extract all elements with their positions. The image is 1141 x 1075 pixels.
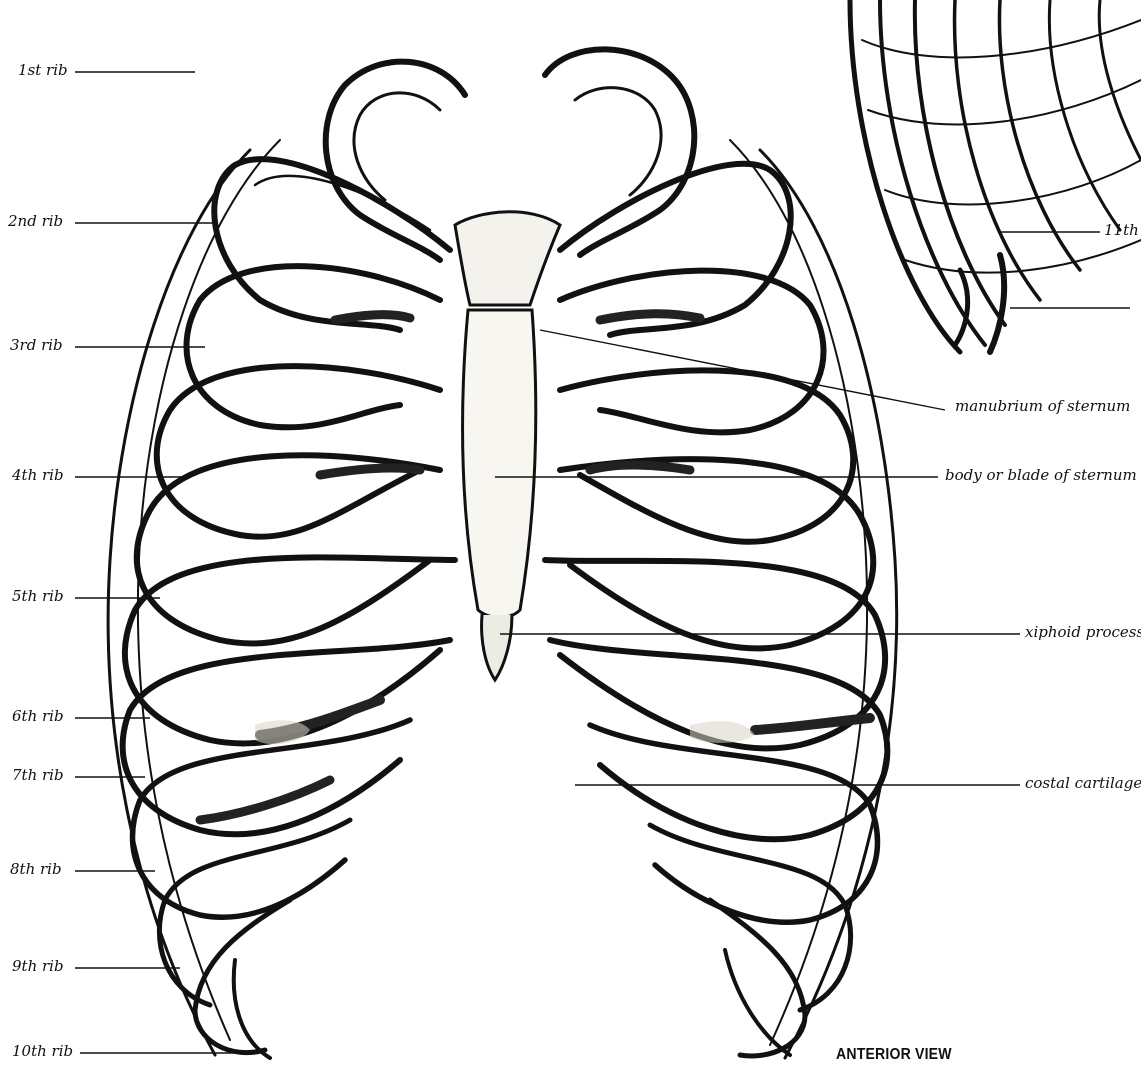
rib-cage-left-half [108, 62, 465, 1058]
label-1st-rib: 1st rib [18, 61, 68, 79]
label-7th-rib: 7th rib [12, 766, 64, 784]
label-9th-rib: 9th rib [12, 957, 64, 975]
label-3rd-rib: 3rd rib [10, 336, 63, 354]
label-10th-rib: 10th rib [12, 1042, 73, 1060]
label-5th-rib: 5th rib [12, 587, 64, 605]
rib-cage-right-half [545, 49, 897, 1058]
label-body-of-sternum: body or blade of sternum [945, 466, 1137, 484]
label-2nd-rib: 2nd rib [8, 212, 63, 230]
label-4th-rib: 4th rib [12, 466, 64, 484]
label-inset-11th-rib: 11th [1104, 221, 1139, 239]
label-costal-cartilage: costal cartilage [1025, 774, 1141, 792]
label-xiphoid-process: xiphoid process [1025, 623, 1141, 641]
label-manubrium-of-sternum: manubrium of sternum [955, 397, 1130, 415]
sternum [455, 212, 560, 680]
label-8th-rib: 8th rib [10, 860, 62, 878]
caption-anterior-view: ANTERIOR VIEW [836, 1046, 952, 1064]
inset-lateral-ribs [850, 0, 1141, 352]
label-6th-rib: 6th rib [12, 707, 64, 725]
